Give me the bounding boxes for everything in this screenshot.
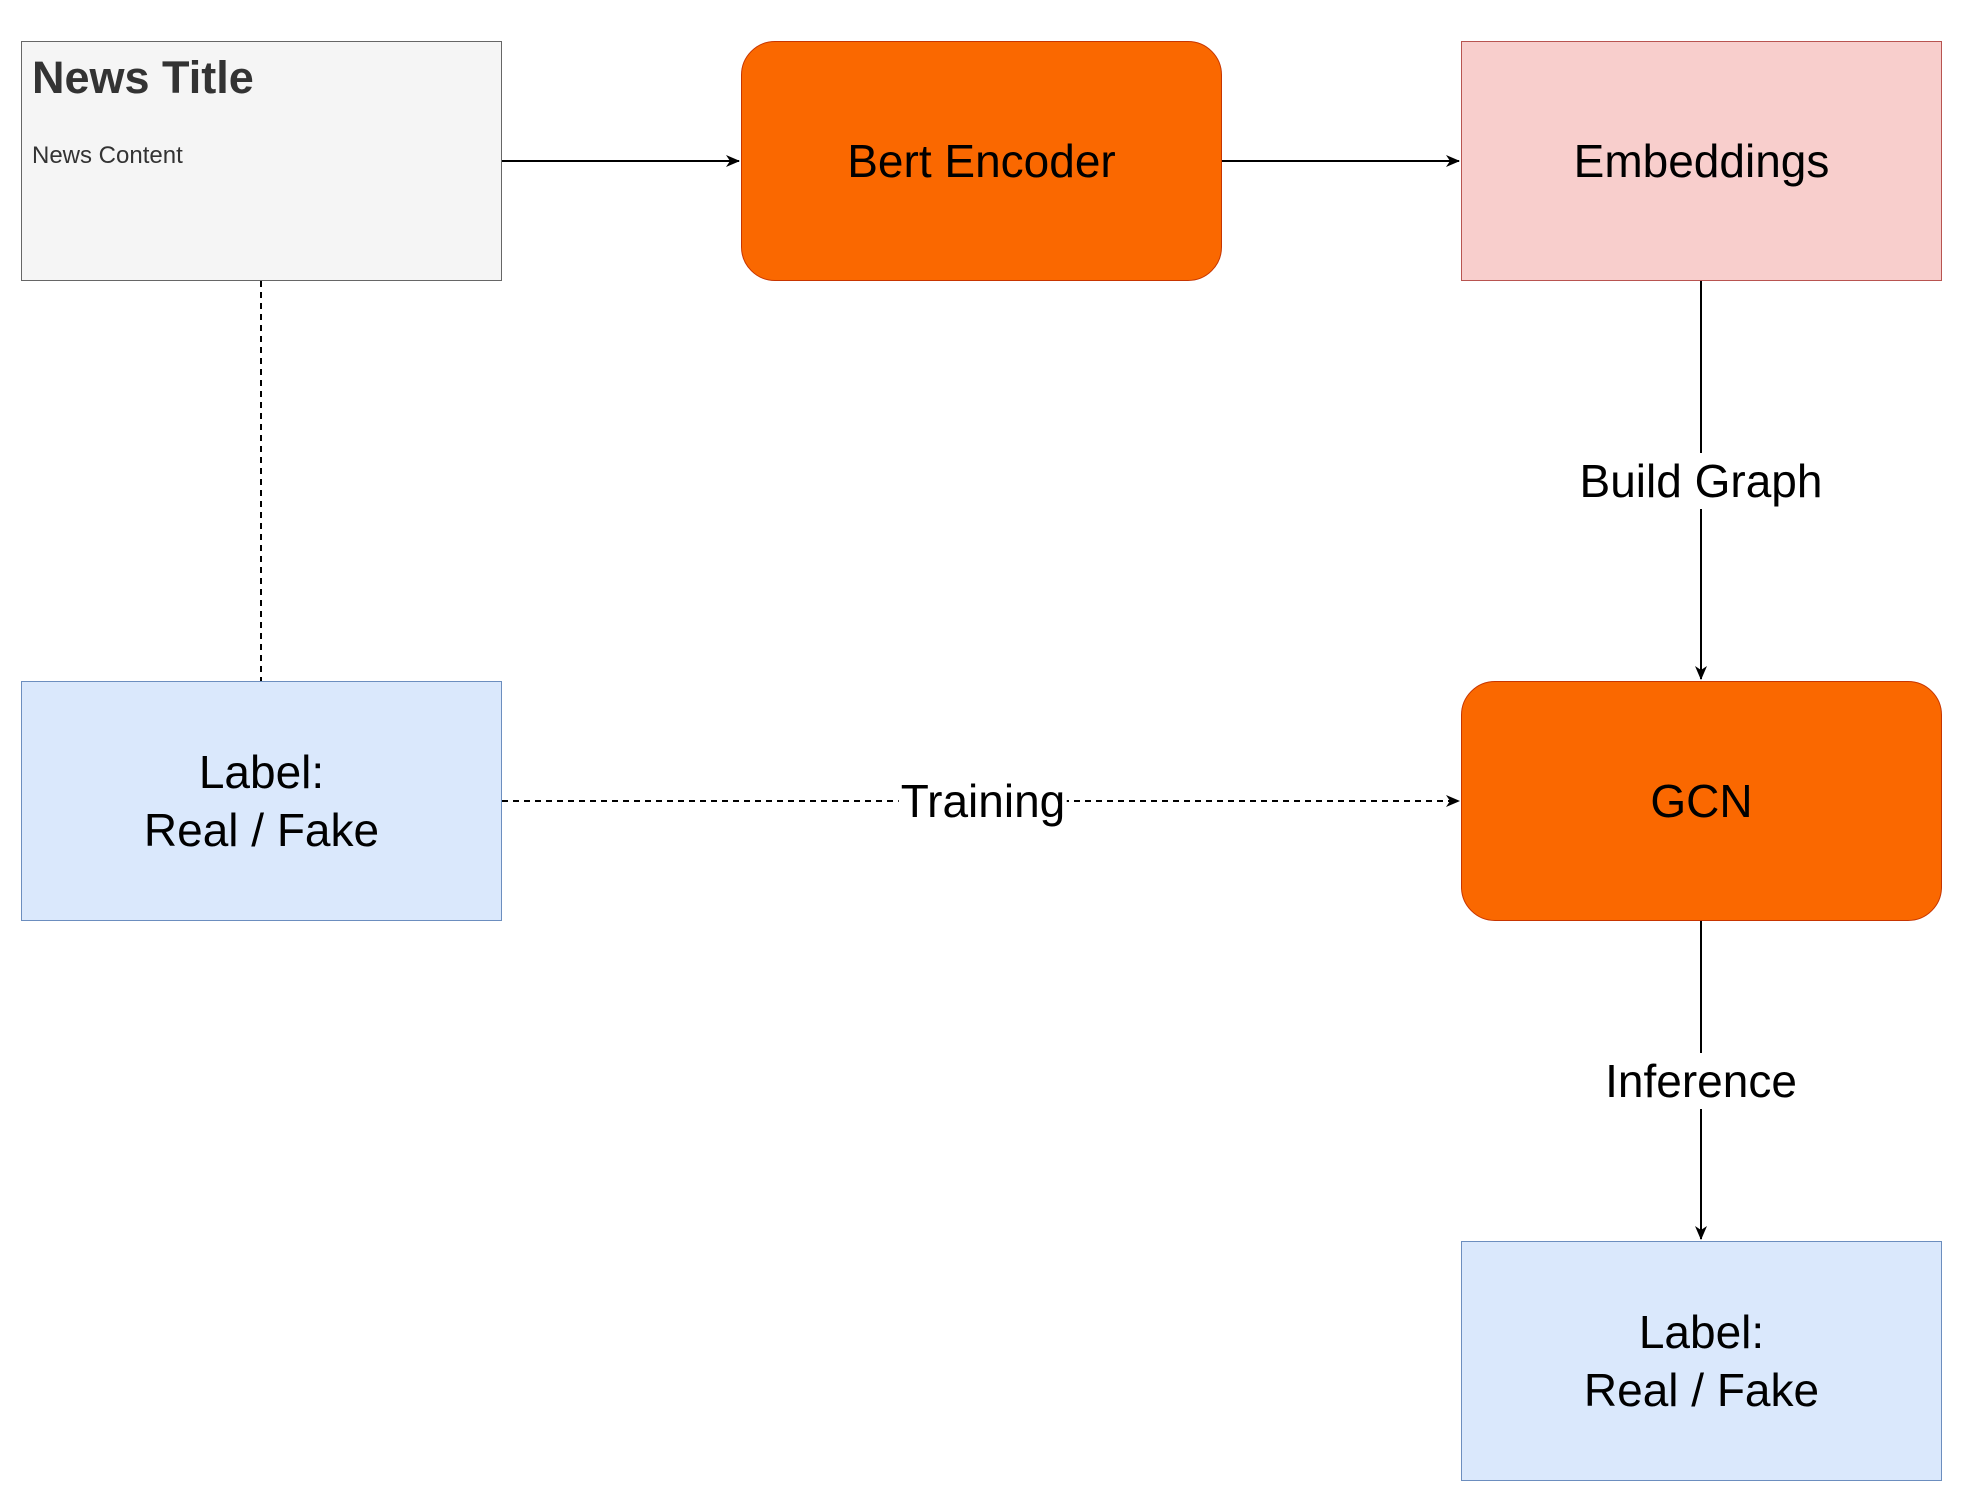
label-node-left: Label: Real / Fake <box>21 681 502 921</box>
bert-encoder-label: Bert Encoder <box>847 135 1116 187</box>
label-bottom-line1: Label: <box>1638 1306 1765 1358</box>
label-left-line1: Label: <box>198 746 325 798</box>
news-content: News Content <box>32 142 183 169</box>
label-node-bottom: Label: Real / Fake <box>1461 1241 1942 1481</box>
news-node: News Title News Content <box>21 41 502 281</box>
edge-label-build-graph: Build Graph <box>1577 453 1825 509</box>
edge-label-training: Training <box>898 773 1068 829</box>
gcn-label: GCN <box>1650 775 1753 827</box>
embeddings-label: Embeddings <box>1573 135 1830 187</box>
label-bottom-line2: Real / Fake <box>1583 1364 1820 1416</box>
news-title: News Title <box>32 52 254 103</box>
edge-label-inference: Inference <box>1603 1053 1799 1109</box>
embeddings-node: Embeddings <box>1461 41 1942 281</box>
bert-encoder-node: Bert Encoder <box>741 41 1222 281</box>
label-left-line2: Real / Fake <box>143 804 380 856</box>
gcn-node: GCN <box>1461 681 1942 921</box>
